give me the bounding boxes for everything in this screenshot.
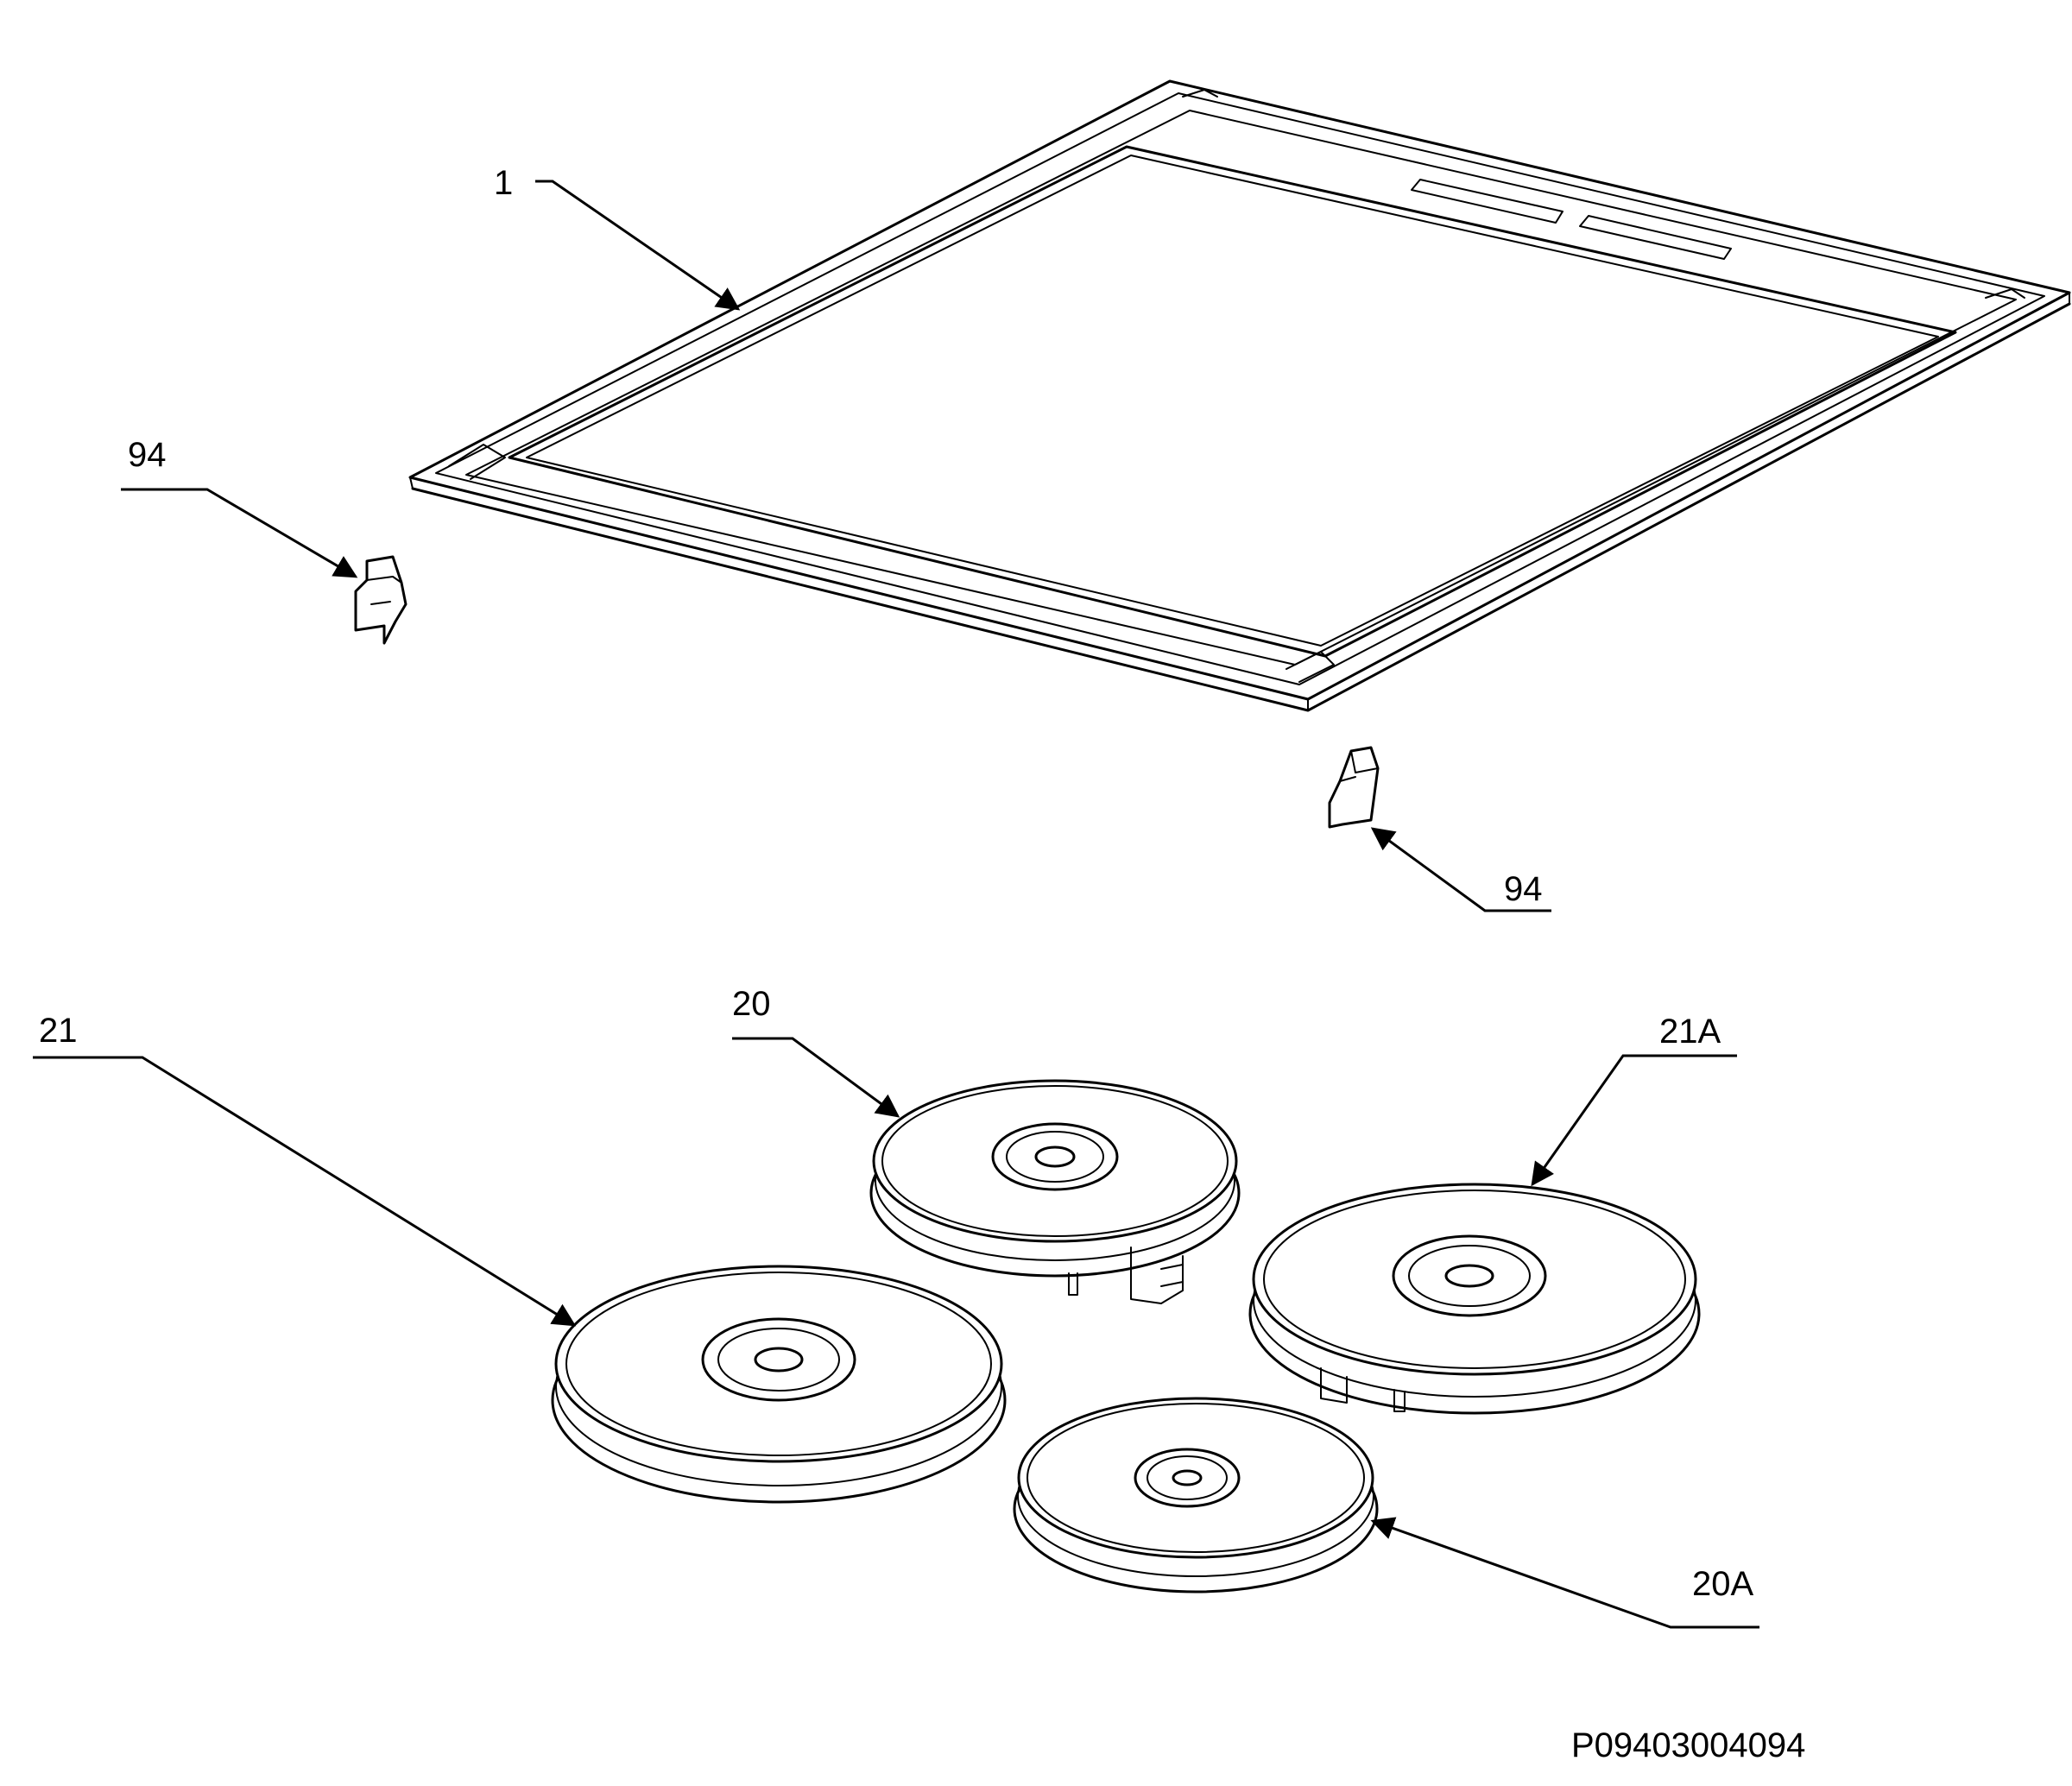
hotplate-21 bbox=[551, 1265, 1007, 1504]
callout-20: 20 bbox=[732, 985, 771, 1023]
hob-frame bbox=[408, 79, 2071, 712]
callout-1: 1 bbox=[494, 164, 513, 202]
drawing-code: P09403004094 bbox=[1571, 1726, 1805, 1764]
clip-left bbox=[354, 555, 407, 645]
callout-94-left: 94 bbox=[128, 436, 167, 474]
callout-21: 21 bbox=[39, 1012, 78, 1050]
callout-21a: 21A bbox=[1659, 1013, 1721, 1051]
clip-right bbox=[1328, 746, 1380, 829]
hotplate-21a bbox=[1248, 1183, 1701, 1415]
hotplate-20a bbox=[1013, 1397, 1379, 1594]
hotplate-20 bbox=[869, 1079, 1241, 1304]
callout-94-right: 94 bbox=[1504, 870, 1543, 908]
leader-lines bbox=[33, 180, 1759, 1629]
callout-20a: 20A bbox=[1692, 1565, 1753, 1603]
